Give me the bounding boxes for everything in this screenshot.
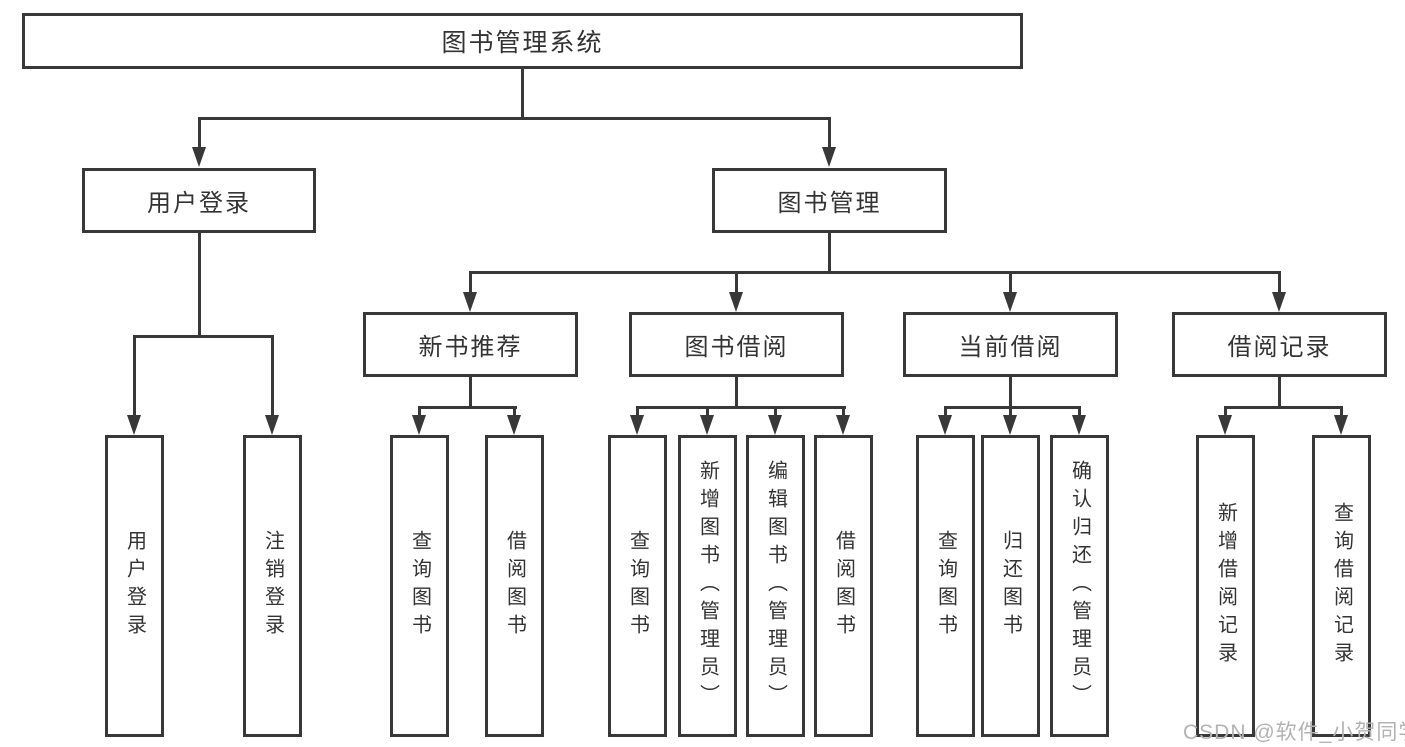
connector-line — [944, 409, 947, 416]
leaf-add-books-admin: 新增图书（管理员） — [678, 435, 737, 737]
node-label: 图书管理系统 — [441, 29, 604, 57]
arrow-down-icon — [1003, 292, 1017, 312]
connector-line — [735, 377, 738, 407]
arrow-down-icon — [729, 292, 743, 312]
arrow-down-icon — [1072, 415, 1086, 435]
connector-line — [1078, 409, 1081, 416]
arrow-down-icon — [192, 147, 206, 167]
connector-line — [944, 406, 1081, 409]
node-label: 新书推荐 — [418, 334, 523, 361]
node-label: 当前借阅 — [958, 334, 1063, 361]
leaf-query-books: 查询图书 — [390, 435, 449, 737]
leaf-label: 归还图书 — [999, 530, 1022, 642]
connector-line — [735, 274, 738, 292]
connector-line — [271, 338, 274, 415]
node-book-borrowing: 图书借阅 — [629, 312, 844, 377]
leaf-label: 新增借阅记录 — [1214, 502, 1237, 670]
connector-line — [1009, 377, 1012, 407]
connector-line — [636, 409, 639, 416]
connector-line — [513, 409, 516, 416]
connector-line — [1009, 274, 1012, 292]
connector-line — [133, 335, 274, 338]
leaf-return-books: 归还图书 — [981, 435, 1040, 737]
leaf-label: 查询借阅记录 — [1330, 502, 1353, 670]
arrow-down-icon — [463, 292, 477, 312]
connector-line — [1224, 409, 1227, 416]
leaf-borrow-books: 借阅图书 — [485, 435, 544, 737]
arrow-down-icon — [1272, 292, 1286, 312]
connector-line — [828, 120, 831, 148]
connector-line — [1278, 377, 1281, 407]
node-label: 图书借阅 — [684, 334, 789, 361]
leaf-query-borrow-record: 查询借阅记录 — [1312, 435, 1371, 737]
arrow-down-icon — [127, 415, 141, 435]
node-label: 借阅记录 — [1227, 334, 1332, 361]
connector-line — [828, 233, 831, 273]
connector-line — [198, 233, 201, 337]
leaf-label: 借阅图书 — [832, 530, 855, 642]
connector-line — [774, 409, 777, 416]
leaf-label: 查询图书 — [934, 530, 957, 642]
leaf-logout: 注销登录 — [243, 435, 302, 737]
leaf-label: 编辑图书（管理员） — [764, 460, 787, 712]
connector-line — [706, 409, 709, 416]
connector-line — [636, 406, 846, 409]
connector-line — [1278, 274, 1281, 292]
leaf-borrow-books: 借阅图书 — [814, 435, 873, 737]
node-library-system: 图书管理系统 — [22, 13, 1023, 69]
leaf-user-login: 用户登录 — [105, 435, 164, 737]
arrow-down-icon — [700, 415, 714, 435]
arrow-down-icon — [507, 415, 521, 435]
connector-line — [1340, 409, 1343, 416]
leaf-label: 查询图书 — [408, 530, 431, 642]
leaf-query-books: 查询图书 — [608, 435, 667, 737]
connector-line — [198, 117, 831, 120]
leaf-edit-books-admin: 编辑图书（管理员） — [746, 435, 805, 737]
leaf-label: 确认归还（管理员） — [1068, 460, 1091, 712]
leaf-label: 新增图书（管理员） — [696, 460, 719, 712]
leaf-label: 查询图书 — [626, 530, 649, 642]
connector-line — [469, 377, 472, 407]
node-user-login: 用户登录 — [82, 168, 316, 233]
csdn-watermark: CSDN @软件_小贺同学 — [1183, 721, 1405, 744]
connector-line — [469, 271, 1281, 274]
arrow-down-icon — [1003, 415, 1017, 435]
connector-line — [418, 406, 517, 409]
node-label: 用户登录 — [147, 190, 251, 217]
connector-line — [1224, 406, 1343, 409]
leaf-add-borrow-record: 新增借阅记录 — [1196, 435, 1255, 737]
arrow-down-icon — [630, 415, 644, 435]
connector-line — [1009, 409, 1012, 416]
leaf-label: 注销登录 — [261, 530, 284, 642]
leaf-query-books: 查询图书 — [916, 435, 975, 737]
node-label: 图书管理 — [777, 190, 882, 217]
arrow-down-icon — [938, 415, 952, 435]
leaf-confirm-return-admin: 确认归还（管理员） — [1050, 435, 1109, 737]
connector-line — [521, 67, 524, 119]
arrow-down-icon — [836, 415, 850, 435]
arrow-down-icon — [265, 415, 279, 435]
leaf-label: 用户登录 — [123, 530, 146, 642]
leaf-label: 借阅图书 — [503, 530, 526, 642]
arrow-down-icon — [822, 147, 836, 167]
connector-line — [469, 274, 472, 292]
arrow-down-icon — [1218, 415, 1232, 435]
node-borrowing-records: 借阅记录 — [1172, 312, 1387, 377]
arrow-down-icon — [1334, 415, 1348, 435]
arrow-down-icon — [768, 415, 782, 435]
connector-line — [133, 338, 136, 415]
connector-line — [842, 409, 845, 416]
connector-line — [418, 409, 421, 416]
node-new-book-recommend: 新书推荐 — [363, 312, 578, 377]
arrow-down-icon — [412, 415, 426, 435]
node-current-borrowing: 当前借阅 — [903, 312, 1118, 377]
node-book-management: 图书管理 — [712, 168, 947, 233]
connector-line — [198, 120, 201, 148]
